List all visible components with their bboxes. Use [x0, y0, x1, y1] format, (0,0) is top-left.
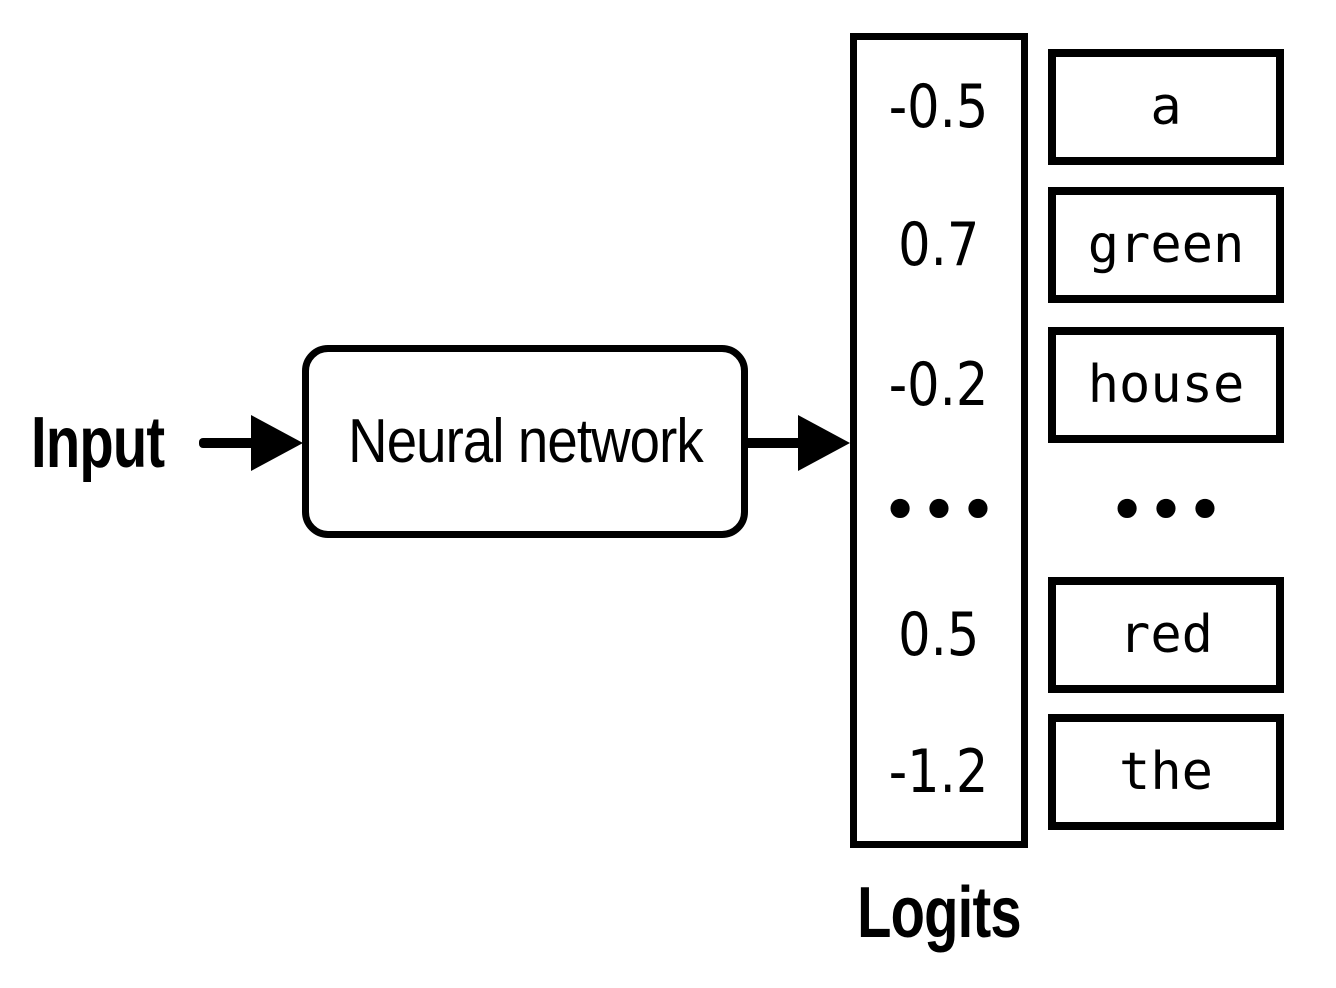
token-label: a: [1150, 77, 1182, 137]
input-label: Input: [31, 403, 165, 483]
logit-value-cell: -0.2: [850, 327, 1028, 443]
token-box: a: [1048, 49, 1284, 165]
token-label: the: [1119, 742, 1213, 802]
token-box: green: [1048, 187, 1284, 303]
logit-value-cell: 0.7: [850, 187, 1028, 303]
logit-value: -0.2: [889, 350, 989, 420]
logits-caption: Logits: [857, 873, 1022, 953]
token-label: green: [1087, 215, 1245, 275]
logits-vector-box: [850, 33, 1028, 848]
logit-value: 0.7: [898, 210, 980, 280]
logit-value-cell: -0.5: [850, 49, 1028, 165]
logit-ellipsis-cell: •••: [850, 452, 1028, 568]
logit-value: -1.2: [889, 737, 989, 807]
neural-network-label: Neural network: [347, 407, 703, 476]
ellipsis-dots: •••: [1107, 471, 1225, 549]
logit-value-cell: 0.5: [850, 577, 1028, 693]
logit-value: -0.5: [889, 72, 989, 142]
token-label: red: [1119, 605, 1213, 665]
token-box: red: [1048, 577, 1284, 693]
logit-value-cell: -1.2: [850, 714, 1028, 830]
ellipsis-dots: •••: [880, 471, 998, 549]
token-ellipsis-cell: •••: [1048, 452, 1284, 568]
arrow-input-to-network: [199, 415, 303, 471]
arrow-network-to-logits: [748, 415, 850, 471]
logit-value: 0.5: [898, 600, 980, 670]
token-label: house: [1087, 355, 1245, 415]
neural-network-box: Neural network: [302, 345, 748, 538]
token-box: house: [1048, 327, 1284, 443]
token-box: the: [1048, 714, 1284, 830]
